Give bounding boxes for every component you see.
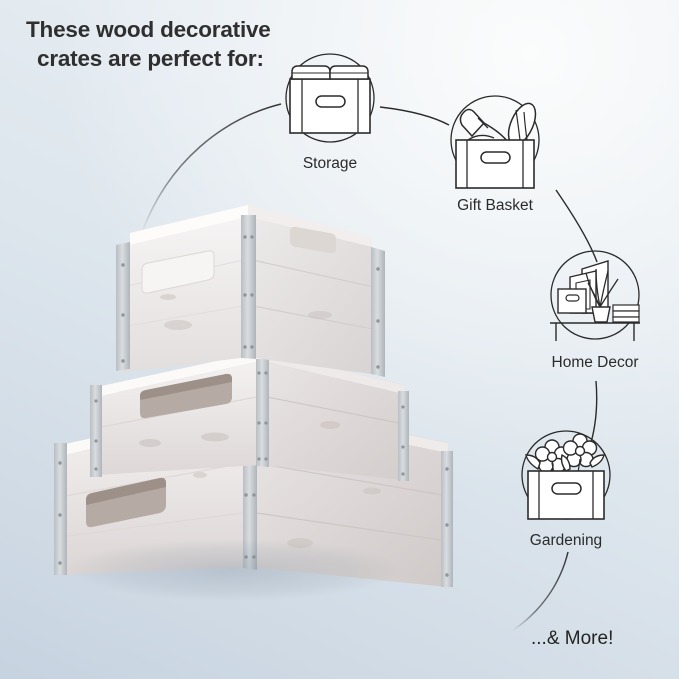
gift-basket-icon	[428, 92, 562, 195]
crate-middle	[90, 351, 409, 481]
page-title-line-2: crates are perfect for:	[37, 45, 264, 71]
sidebar-item-label: Gardening	[529, 532, 603, 549]
sidebar-item-gift-basket[interactable]: Gift Basket	[428, 92, 562, 214]
sidebar-item-home-decor[interactable]: Home Decor	[524, 247, 666, 371]
sidebar-item-storage[interactable]: Storage	[268, 52, 392, 172]
sidebar-item-gardening[interactable]: Gardening	[502, 427, 630, 549]
product-photo-crates	[0, 175, 500, 675]
sidebar-item-label: Storage	[302, 155, 358, 172]
home-decor-icon	[524, 247, 666, 352]
storage-box-icon	[268, 52, 392, 153]
crates-illustration	[54, 205, 453, 587]
page-title-line-1: These wood decorative	[26, 17, 271, 42]
gardening-flowers-icon	[502, 427, 630, 530]
page-title: These wood decorative crates are perfect…	[26, 16, 356, 74]
sidebar-item-label: Home Decor	[551, 354, 639, 371]
sidebar-item-label: Gift Basket	[457, 197, 533, 214]
crate-top	[116, 205, 385, 377]
more-uses-label: ...& More!	[531, 628, 614, 649]
